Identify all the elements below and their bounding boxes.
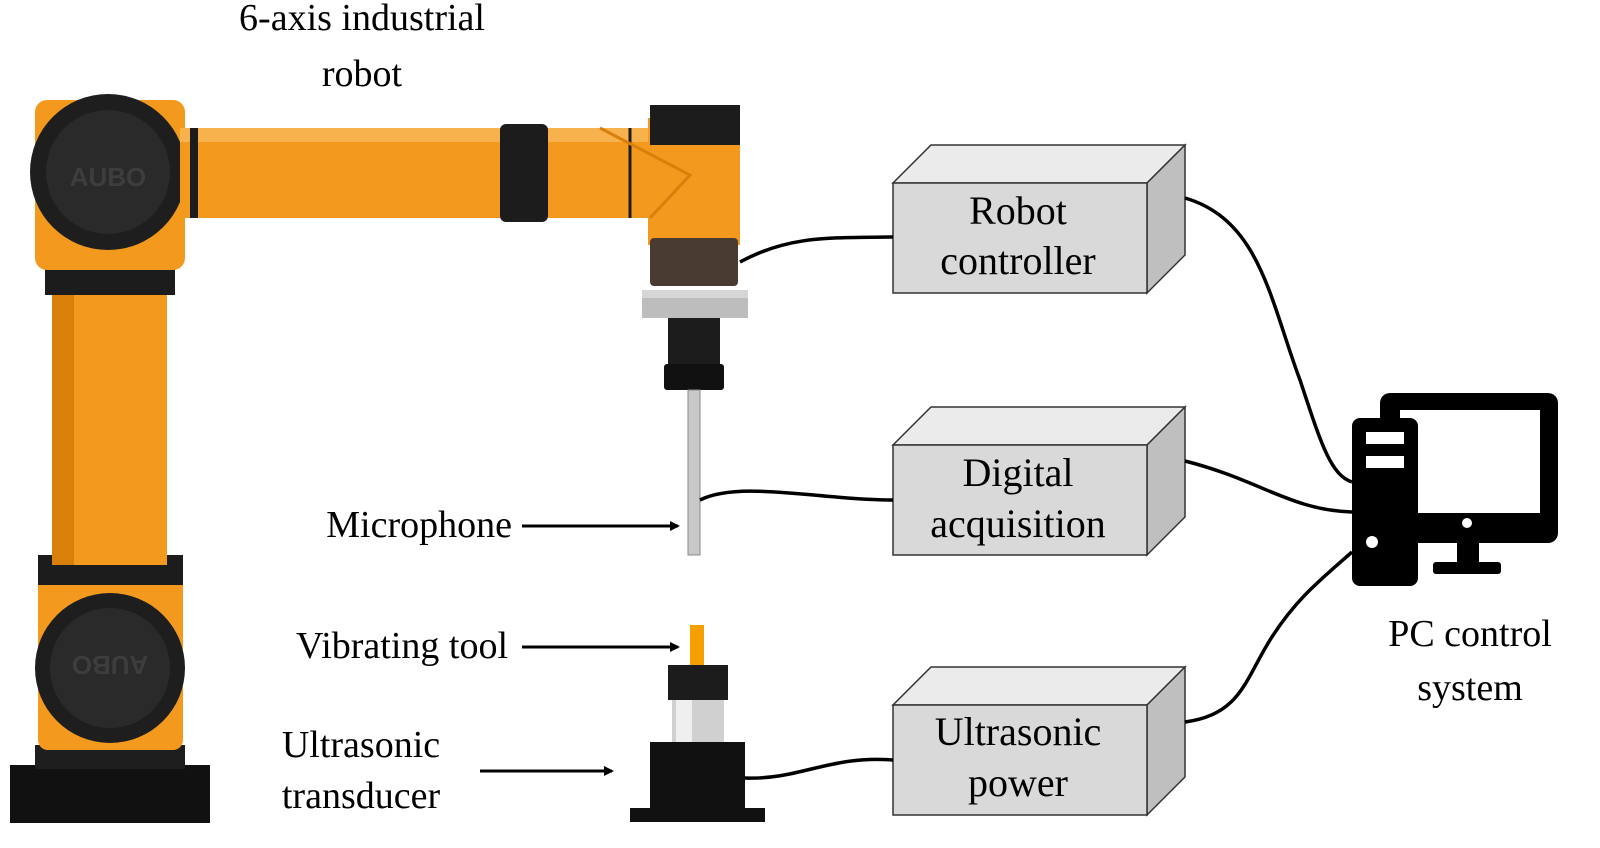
robot-label-line-2: robot	[322, 53, 403, 95]
cable-microphone-to-acquisition	[699, 489, 894, 502]
robot-wrist-cap	[650, 105, 740, 145]
industrial-robot: AUBO AUBO	[10, 94, 748, 823]
robot-logo-upper: AUBO	[70, 162, 147, 192]
transducer-body	[650, 742, 745, 812]
pc-tower-bay-1	[1366, 432, 1404, 444]
vibrating-tool-label: Vibrating tool	[296, 625, 508, 667]
microphone-label: Microphone	[326, 504, 512, 546]
robot-lower-joint-cap-inner	[50, 608, 170, 728]
transducer-label-line-1: Ultrasonic	[282, 724, 440, 766]
ultrasonic-power-box-front	[892, 704, 1148, 816]
digital-acquisition-box-top	[891, 406, 1187, 446]
ultrasonic-transducer-assembly	[630, 625, 765, 822]
microphone-probe	[687, 389, 701, 556]
robot-arm-ring	[500, 124, 548, 222]
robot-arm-seam	[190, 128, 198, 218]
vibrating-tool-tip	[690, 625, 704, 665]
digital-acquisition-box-front	[892, 444, 1148, 556]
ultrasonic-power-box-top	[891, 666, 1187, 706]
robot-horizontal-link	[180, 128, 650, 218]
digital-acquisition-box: Digital acquisition	[891, 405, 1187, 557]
digital-acquisition-label-2: acquisition	[930, 501, 1106, 546]
robot-tool-holder	[668, 318, 720, 368]
robot-base	[10, 765, 210, 823]
monitor-screen	[1400, 410, 1540, 513]
robot-controller-box: Robot controller	[891, 143, 1187, 295]
monitor-power-dot	[1462, 518, 1472, 528]
robot-controller-box-front	[892, 182, 1148, 294]
robot-vertical-link-shade	[52, 290, 74, 565]
robot-controller-box-top	[891, 144, 1187, 184]
pc-label-line-1: PC control	[1388, 613, 1552, 655]
pc-icon	[1352, 393, 1558, 586]
robot-tool-plate-highlight	[642, 290, 748, 298]
cable-power-to-pc	[1184, 550, 1354, 724]
arrows	[480, 521, 680, 776]
cable-robot-to-controller	[739, 235, 894, 264]
cable-controller-to-pc	[1184, 196, 1353, 484]
ultrasonic-power-box: Ultrasonic power	[891, 665, 1187, 817]
transducer-horn-highlight	[676, 700, 692, 742]
robot-tool-holder-nut	[664, 364, 724, 390]
transducer-collar	[668, 665, 728, 700]
robot-horizontal-link-highlight	[180, 128, 650, 142]
cables	[699, 196, 1354, 780]
ultrasonic-power-label-2: power	[968, 760, 1068, 805]
robot-controller-label-1: Robot	[969, 188, 1067, 233]
monitor-stand	[1433, 562, 1501, 574]
ultrasonic-power-label-1: Ultrasonic	[935, 709, 1102, 754]
transducer-label-line-2: transducer	[282, 775, 441, 817]
robot-wrist-bevel	[599, 126, 693, 220]
robot-shoulder-cap-inner	[46, 110, 170, 234]
cable-acquisition-to-pc	[1184, 459, 1353, 514]
robot-flange	[650, 238, 738, 286]
transducer-base	[630, 808, 765, 822]
pc-tower-power-button	[1366, 536, 1378, 548]
robot-wrist-body	[648, 118, 740, 245]
robot-controller-label-2: controller	[940, 238, 1096, 283]
monitor-neck	[1457, 543, 1479, 563]
pc-tower-bay-2	[1366, 456, 1404, 468]
robot-logo-lower: AUBO	[72, 650, 149, 680]
cable-transducer-to-power	[744, 757, 894, 780]
digital-acquisition-label-1: Digital	[962, 450, 1073, 495]
robot-label-line-1: 6-axis industrial	[239, 0, 485, 39]
pc-label-line-2: system	[1417, 667, 1523, 709]
